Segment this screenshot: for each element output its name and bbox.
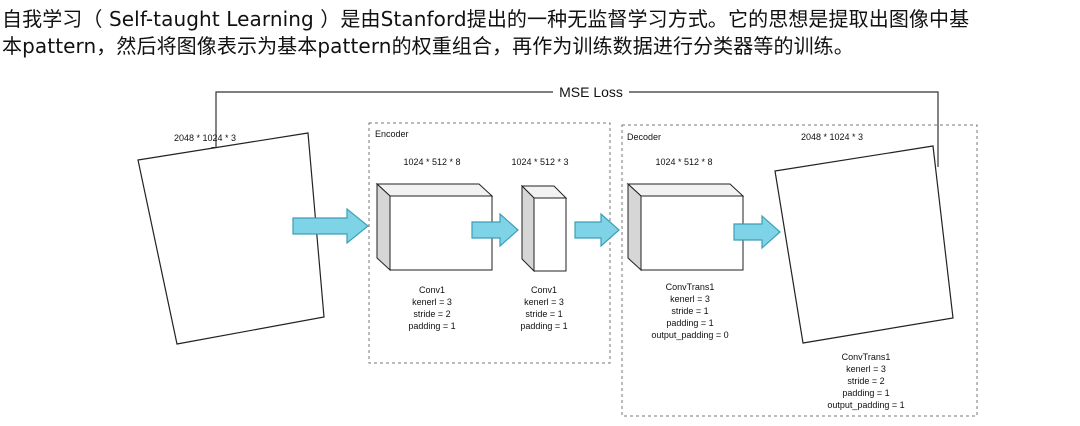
flow-arrow-encoder-to-decoder xyxy=(574,212,620,248)
decoder-layer1-param: padding = 1 xyxy=(666,318,713,328)
decoder-box xyxy=(621,124,978,417)
decoder-layer1-name: ConvTrans1 xyxy=(666,282,715,292)
intro-line-2: 本pattern，然后将图像表示为基本pattern的权重组合，再作为训练数据进… xyxy=(2,34,854,58)
encoder-layer2-param: stride = 1 xyxy=(525,309,562,319)
output-image xyxy=(774,145,954,344)
decoder-layer1-param: kenerl = 3 xyxy=(670,294,710,304)
encoder-layer2-name: Conv1 xyxy=(531,285,557,295)
intro-paragraph: 自我学习（ Self-taught Learning ）是由Stanford提出… xyxy=(2,6,1080,60)
flow-arrow-input-to-encoder xyxy=(292,207,369,245)
flow-arrow-encoder-layer1-to-layer2 xyxy=(471,212,519,248)
decoder-layer1-dims: 1024 * 512 * 8 xyxy=(655,157,712,167)
decoder-layer1-block xyxy=(626,182,745,272)
mse-loss-line xyxy=(211,91,939,167)
output-layer-param: kenerl = 3 xyxy=(846,364,886,374)
encoder-layer1-dims: 1024 * 512 * 8 xyxy=(403,157,460,167)
output-layer-param: output_padding = 1 xyxy=(827,400,904,410)
encoder-layer1-param: padding = 1 xyxy=(408,321,455,331)
encoder-layer1-param: stride = 2 xyxy=(413,309,450,319)
intro-line-1: 自我学习（ Self-taught Learning ）是由Stanford提出… xyxy=(2,7,970,31)
mse-loss-label-bg xyxy=(553,82,629,102)
decoder-title: Decoder xyxy=(627,132,661,142)
decoder-layer1-param: stride = 1 xyxy=(671,306,708,316)
output-layer-name: ConvTrans1 xyxy=(842,352,891,362)
encoder-box xyxy=(368,122,611,364)
flow-arrow-decoder-to-output xyxy=(733,214,781,250)
decoder-layer1-param: output_padding = 0 xyxy=(651,330,728,340)
encoder-layer2-dims: 1024 * 512 * 3 xyxy=(511,157,568,167)
encoder-layer2-param: padding = 1 xyxy=(520,321,567,331)
encoder-title: Encoder xyxy=(375,129,409,139)
input-image xyxy=(137,132,325,345)
mse-loss-label: MSE Loss xyxy=(559,84,623,100)
encoder-layer2-block xyxy=(520,184,568,273)
output-layer-param: padding = 1 xyxy=(842,388,889,398)
encoder-layer2-param: kenerl = 3 xyxy=(524,297,564,307)
encoder-layer1-param: kenerl = 3 xyxy=(412,297,452,307)
encoder-layer1-name: Conv1 xyxy=(419,285,445,295)
input-image-dims: 2048 * 1024 * 3 xyxy=(174,133,236,143)
output-image-dims: 2048 * 1024 * 3 xyxy=(801,132,863,142)
output-layer-param: stride = 2 xyxy=(847,376,884,386)
